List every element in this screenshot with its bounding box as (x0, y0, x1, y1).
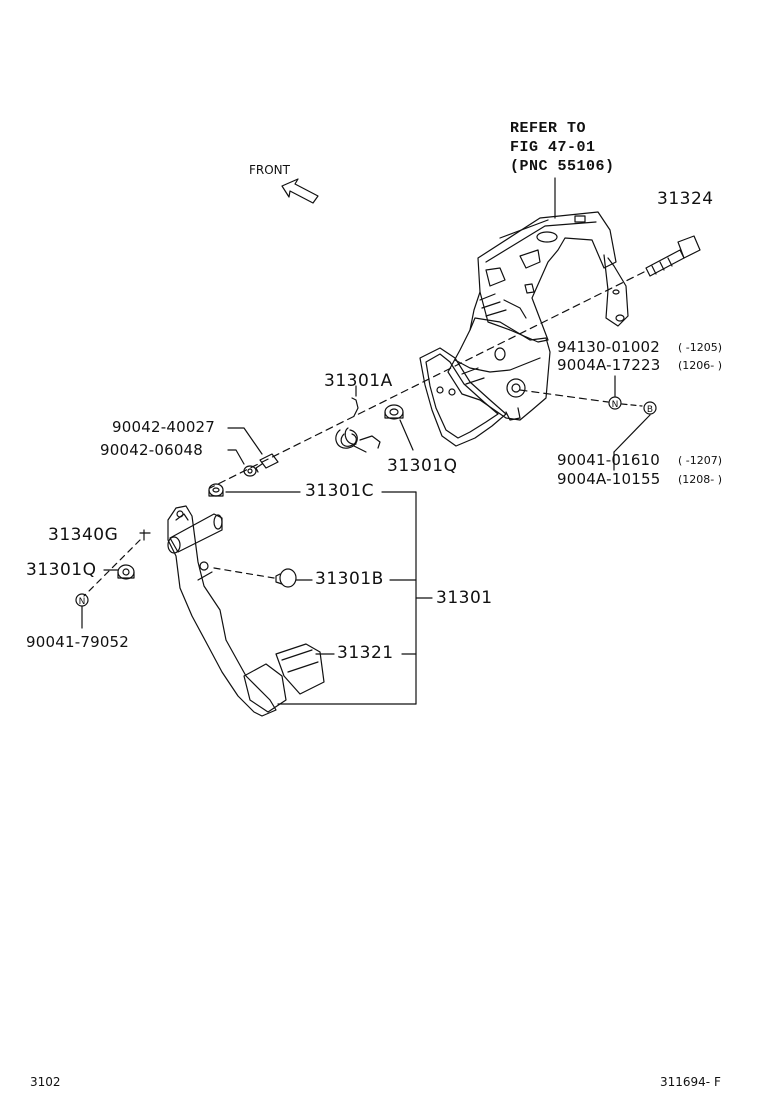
bolt-31324 (645, 235, 701, 277)
part-90041-79052[interactable]: 90041-79052 (26, 633, 130, 651)
n-symbol-text-top: N (612, 400, 619, 410)
b-symbol-text-top: B (647, 405, 653, 415)
refer-note-line1: REFER TO (510, 120, 587, 137)
n-symbol-text-lower: N (79, 597, 86, 607)
footer-right-code: 311694- F (660, 1075, 721, 1089)
nut-n-symbol (608, 396, 622, 410)
washer-90042-06048 (243, 465, 257, 477)
part-90041-01610-range: ( -1207) (678, 454, 723, 467)
part-31301Q-upper[interactable]: 31301Q (387, 456, 458, 476)
part-31340G[interactable]: 31340G (48, 525, 119, 545)
pivot-axis-line (209, 271, 645, 489)
part-90041-01610[interactable]: 90041-01610 (557, 451, 661, 469)
bushing-31301C (208, 483, 224, 497)
bushing-31301Q-lower (117, 564, 135, 580)
part-90042-06048[interactable]: 90042-06048 (100, 441, 204, 459)
footer-left-code: 3102 (30, 1075, 61, 1089)
part-9004A-10155-range: (1208- ) (678, 473, 723, 486)
part-9004A-17223-range: (1206- ) (678, 359, 723, 372)
front-label: FRONT (249, 163, 290, 177)
brake-pedal-arm (167, 505, 325, 717)
part-9004A-17223[interactable]: 9004A-17223 (557, 356, 661, 374)
refer-note-line3: (PNC 55106) (510, 158, 615, 175)
refer-note-line2: FIG 47-01 (510, 139, 596, 156)
part-31301C[interactable]: 31301C (305, 481, 374, 501)
bushing-31301Q-upper (384, 404, 404, 420)
part-31321[interactable]: 31321 (337, 643, 394, 663)
pedal-support-bracket (447, 211, 629, 421)
b-axis-line (621, 403, 643, 407)
part-31301A[interactable]: 31301A (324, 371, 393, 391)
front-arrow-icon (281, 178, 319, 204)
return-spring-31301A (335, 397, 381, 453)
switch-bracket-loop (419, 347, 507, 447)
stopper-cushion-31301B (275, 568, 297, 588)
part-90042-40027[interactable]: 90042-40027 (112, 418, 216, 436)
part-31301Q-lower[interactable]: 31301Q (26, 560, 97, 580)
bolt-b-symbol (643, 401, 657, 415)
pin-31340G (139, 529, 151, 541)
part-94130-range: ( -1205) (678, 341, 723, 354)
nut-axis-line (519, 389, 609, 403)
part-9004A-10155[interactable]: 9004A-10155 (557, 470, 661, 488)
part-31301[interactable]: 31301 (436, 588, 493, 608)
part-31301B[interactable]: 31301B (315, 569, 384, 589)
part-31324[interactable]: 31324 (657, 189, 714, 209)
bolt-90042-40027 (255, 453, 279, 473)
part-94130-01002[interactable]: 94130-01002 (557, 338, 661, 356)
